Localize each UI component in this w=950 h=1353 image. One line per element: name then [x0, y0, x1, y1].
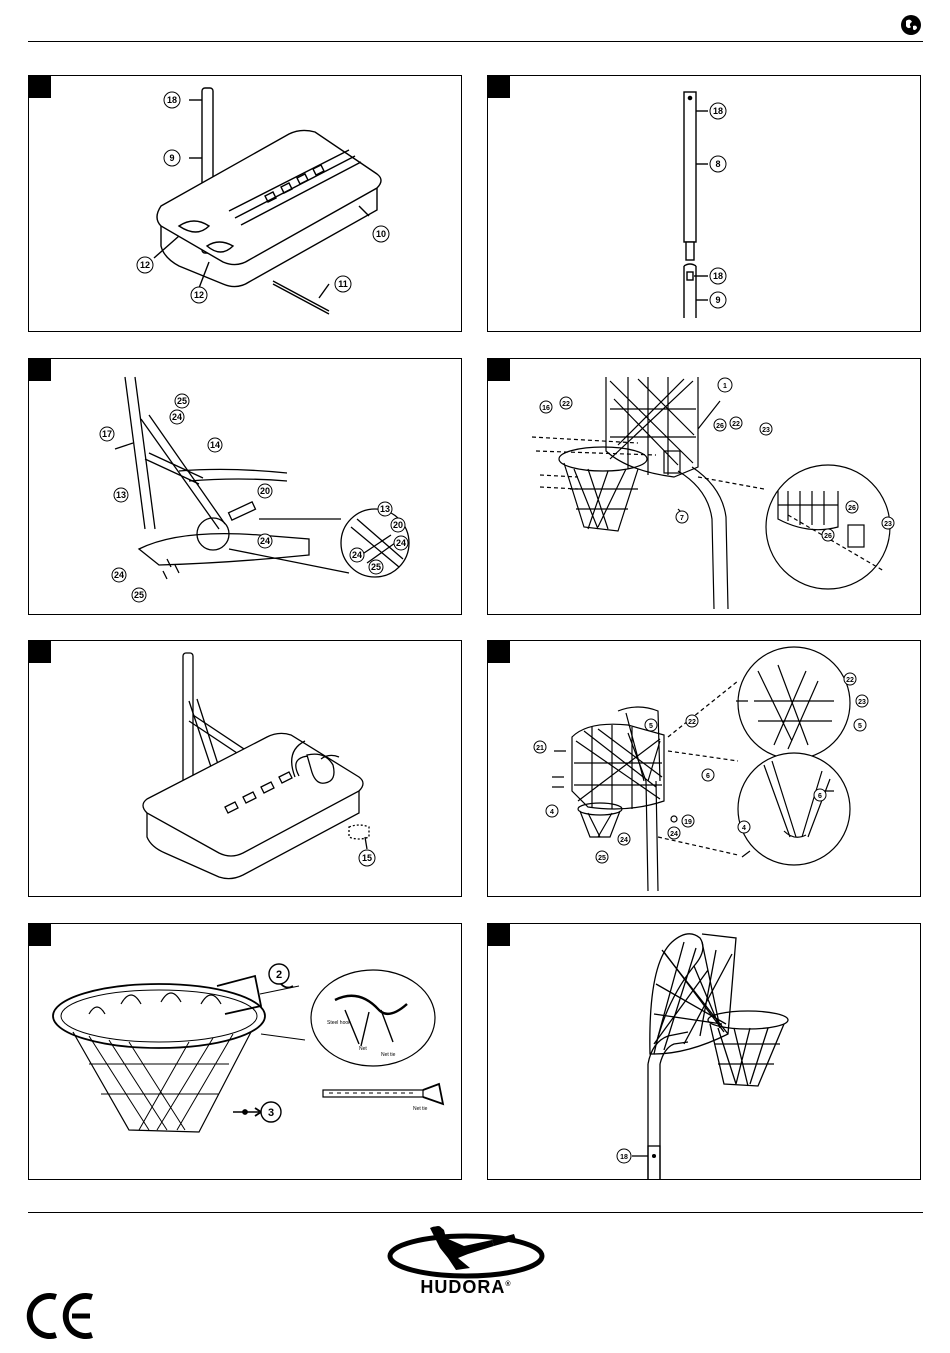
backboard-rim-drawing: 1 16 22 26 22 23 7 26 26 23: [488, 359, 921, 615]
label-net-tie: Net tie: [381, 1052, 396, 1058]
step-panel-6: 5 22 21 4 6 24 24 25 19 5 22 23 6: [487, 640, 921, 897]
callout: 3: [268, 1107, 274, 1119]
callout: 6: [706, 773, 710, 780]
footer-rule: [28, 1212, 923, 1213]
callout: 20: [260, 486, 270, 496]
callout: 4: [550, 809, 554, 816]
callout: 9: [169, 153, 174, 163]
step-panel-3: 25 24 17 14 13 20 24 24 25 13 20 24 24: [28, 358, 462, 615]
callout: 26: [848, 505, 856, 512]
callout: 21: [536, 745, 544, 752]
label-net: Net: [359, 1046, 367, 1052]
callout: 9: [715, 295, 720, 305]
callout: 22: [846, 677, 854, 684]
callout: 18: [167, 95, 177, 105]
step-panel-7: 2 3 Steel hook Net Net tie Net tie: [28, 923, 462, 1180]
callout: 24: [396, 538, 406, 548]
skater-logo-icon: [386, 1224, 546, 1280]
callout: 13: [116, 490, 126, 500]
callout: 5: [649, 723, 653, 730]
callout: 10: [376, 229, 386, 239]
callout: 8: [715, 159, 720, 169]
step-panel-1: 18 9 10 12 12 11: [28, 75, 462, 332]
brand-logo: HUDORA®: [386, 1224, 546, 1304]
callout: 25: [371, 562, 381, 572]
callout: 18: [713, 271, 723, 281]
callout: 25: [177, 396, 187, 406]
callout: 24: [620, 837, 628, 844]
step-panel-8: 18: [487, 923, 921, 1180]
callout: 17: [102, 429, 112, 439]
step-panel-5: 15: [28, 640, 462, 897]
callout: 19: [684, 819, 692, 826]
callout: 1: [723, 383, 727, 390]
callout: 2: [276, 969, 282, 981]
callout: 5: [858, 723, 862, 730]
label-net-tie: Net tie: [413, 1106, 428, 1112]
callout: 23: [762, 427, 770, 434]
callout: 23: [858, 699, 866, 706]
callout: 22: [562, 401, 570, 408]
callout: 25: [134, 590, 144, 600]
base-and-pole-drawing: 18 9 10 12 12 11: [29, 76, 462, 332]
callout: 4: [742, 825, 746, 832]
pole-joint-drawing: 18 8 18 9: [488, 76, 921, 332]
finished-hoop-drawing: 18: [488, 924, 921, 1180]
support-arms-drawing: 25 24 17 14 13 20 24 24 25 13 20 24 24: [29, 359, 462, 615]
header-rule: [28, 41, 923, 42]
label-steel-hook: Steel hook: [327, 1020, 351, 1026]
callout: 24: [172, 412, 182, 422]
brand-name: HUDORA®: [386, 1277, 546, 1298]
callout: 22: [732, 421, 740, 428]
callout: 18: [713, 106, 723, 116]
callout: 12: [140, 260, 150, 270]
callout: 12: [194, 290, 204, 300]
callout: 7: [680, 515, 684, 522]
callout: 16: [542, 405, 550, 412]
base-filling-drawing: 15: [29, 641, 462, 897]
ce-mark-icon: CE: [26, 1293, 96, 1339]
callout: 26: [824, 533, 832, 540]
callout: 13: [380, 504, 390, 514]
callout: 18: [620, 1154, 628, 1161]
callout: 26: [716, 423, 724, 430]
globe-icon: [900, 14, 922, 36]
step-panel-4: 1 16 22 26 22 23 7 26 26 23: [487, 358, 921, 615]
callout: 24: [260, 536, 270, 546]
callout: 6: [818, 793, 822, 800]
backboard-assembly-drawing: 5 22 21 4 6 24 24 25 19 5 22 23 6: [488, 641, 921, 897]
callout: 24: [114, 570, 124, 580]
callout: 22: [688, 719, 696, 726]
callout: 15: [362, 853, 372, 863]
callout: 14: [210, 440, 220, 450]
callout: 24: [352, 550, 362, 560]
callout: 11: [338, 279, 348, 289]
callout: 23: [884, 521, 892, 528]
callout: 24: [670, 831, 678, 838]
net-attachment-drawing: 2 3 Steel hook Net Net tie Net tie: [29, 924, 462, 1180]
step-panel-2: 18 8 18 9: [487, 75, 921, 332]
callout: 25: [598, 855, 606, 862]
callout: 20: [393, 520, 403, 530]
